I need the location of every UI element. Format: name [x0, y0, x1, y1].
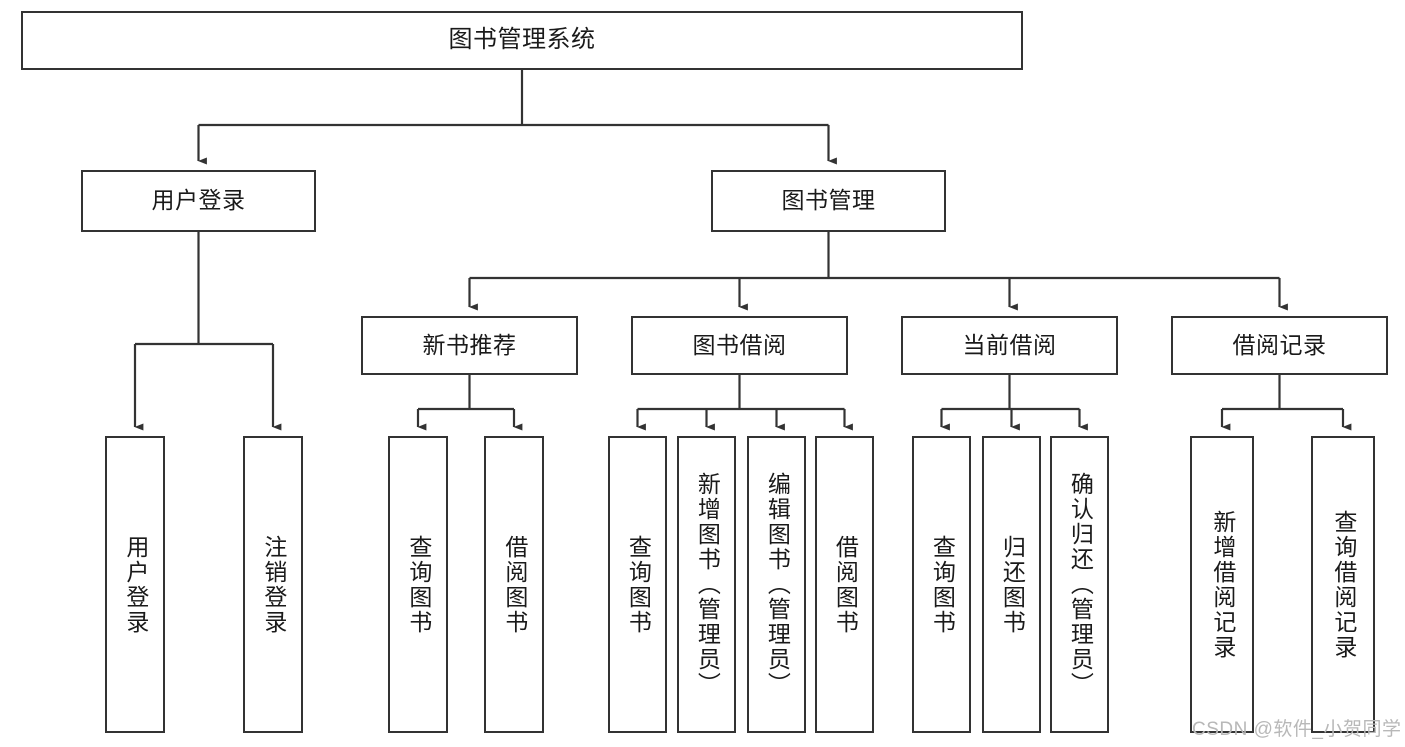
node-book-borrow[interactable]: 图书借阅 [631, 316, 848, 375]
node-label: 查询图书 [929, 534, 956, 635]
node-label: 图书借阅 [692, 331, 787, 358]
node-leaf-query-record[interactable]: 查询借阅记录 [1311, 436, 1375, 733]
node-borrow-record[interactable]: 借阅记录 [1171, 316, 1388, 375]
node-leaf-user-logout[interactable]: 注销登录 [243, 436, 303, 733]
node-label: 用户登录 [151, 187, 246, 214]
node-label: 当前借阅 [962, 331, 1057, 358]
node-book-mgmt[interactable]: 图书管理 [711, 170, 946, 232]
node-label: 注销登录 [260, 534, 287, 635]
node-user-login[interactable]: 用户登录 [81, 170, 316, 232]
watermark: CSDN @软件_小贺同学 [1192, 719, 1402, 740]
node-leaf-borrow-book-1[interactable]: 借阅图书 [484, 436, 544, 733]
node-root[interactable]: 图书管理系统 [21, 11, 1023, 70]
node-label: 确认归还（管理员） [1067, 472, 1094, 697]
node-label: 新增借阅记录 [1209, 509, 1236, 660]
node-leaf-add-record[interactable]: 新增借阅记录 [1190, 436, 1254, 733]
node-leaf-add-book[interactable]: 新增图书（管理员） [677, 436, 736, 733]
node-label: 查询借阅记录 [1330, 509, 1357, 660]
node-label: 编辑图书（管理员） [764, 472, 791, 697]
node-label: 图书管理 [781, 187, 876, 214]
node-label: 新书推荐 [422, 331, 517, 358]
node-leaf-edit-book[interactable]: 编辑图书（管理员） [747, 436, 806, 733]
node-leaf-query-book-2[interactable]: 查询图书 [608, 436, 667, 733]
node-new-book-rec[interactable]: 新书推荐 [361, 316, 578, 375]
node-label: 归还图书 [999, 534, 1026, 635]
node-leaf-confirm-return[interactable]: 确认归还（管理员） [1050, 436, 1109, 733]
node-leaf-borrow-book-2[interactable]: 借阅图书 [815, 436, 874, 733]
node-label: 借阅记录 [1232, 331, 1327, 358]
node-leaf-query-book-1[interactable]: 查询图书 [388, 436, 448, 733]
node-label: 查询图书 [625, 534, 652, 635]
node-label: 用户登录 [122, 534, 149, 635]
node-leaf-query-book-3[interactable]: 查询图书 [912, 436, 971, 733]
node-leaf-user-login[interactable]: 用户登录 [105, 436, 165, 733]
node-label: 借阅图书 [501, 534, 528, 635]
node-label: 查询图书 [405, 534, 432, 635]
node-leaf-return-book[interactable]: 归还图书 [982, 436, 1041, 733]
node-label: 图书管理系统 [448, 26, 596, 54]
node-label: 新增图书（管理员） [694, 472, 721, 697]
node-label: 借阅图书 [832, 534, 859, 635]
node-current-borrow[interactable]: 当前借阅 [901, 316, 1118, 375]
